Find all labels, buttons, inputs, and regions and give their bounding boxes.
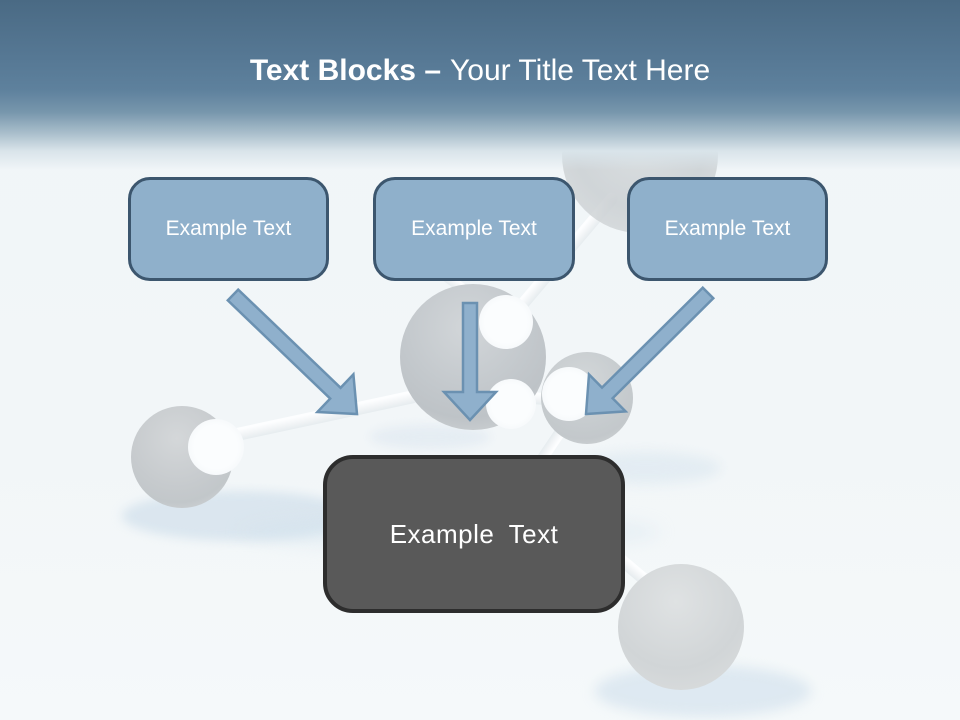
arrow-down-right-icon xyxy=(226,287,359,416)
example-text-block-1: Example Text xyxy=(128,177,329,281)
example-text-block-2: Example Text xyxy=(373,177,575,281)
center-example-text-label: Example Text xyxy=(389,518,559,549)
bond-joint-highlight xyxy=(188,419,244,475)
molecule-sphere-bottom-right xyxy=(618,564,744,690)
example-text-block-1-label: Example Text xyxy=(165,217,292,240)
example-text-block-3: Example Text xyxy=(627,177,828,281)
example-text-block-3-label: Example Text xyxy=(664,217,791,240)
bond-joint-highlight xyxy=(486,379,536,429)
header-gradient-band xyxy=(0,0,960,200)
bond-joint-highlight xyxy=(479,295,533,349)
title-bold-text: Text Blocks – xyxy=(249,54,442,87)
example-text-block-2-label: Example Text xyxy=(411,217,537,240)
slide-title: Text Blocks –Your Title Text Here xyxy=(0,52,960,90)
arrow-down-icon xyxy=(441,301,499,422)
title-regular-text: Your Title Text Here xyxy=(450,54,711,87)
center-example-text-block: Example Text xyxy=(323,455,625,613)
arrow-down-left-icon xyxy=(584,285,716,416)
